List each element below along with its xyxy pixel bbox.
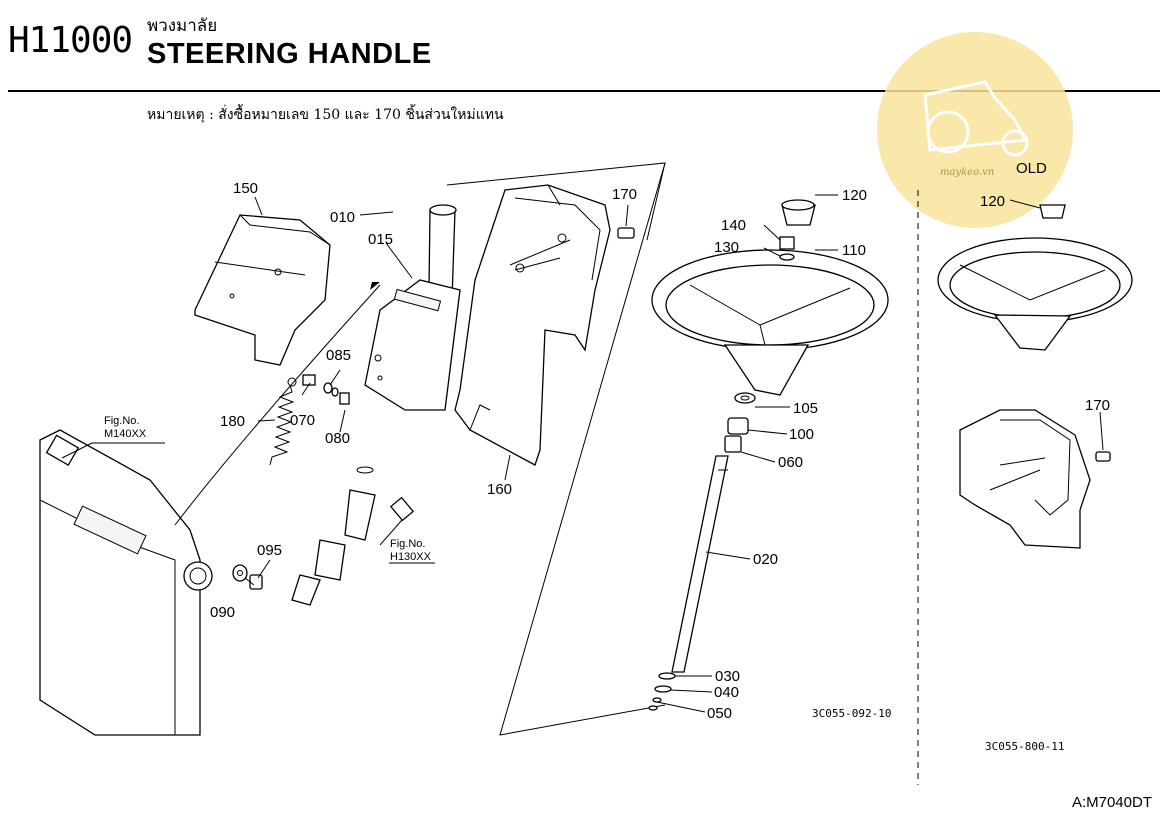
old-cap-120 [1039, 204, 1066, 219]
header-rule [8, 90, 1160, 92]
bearing-100 [727, 417, 749, 435]
label-140: 140 [721, 217, 746, 234]
label-170: 170 [612, 186, 637, 203]
label-090: 090 [210, 604, 235, 621]
label-085: 085 [326, 347, 351, 364]
bush-060 [724, 435, 742, 453]
old-wheel [937, 237, 1133, 351]
label-095: 095 [257, 542, 282, 559]
label-030: 030 [715, 668, 740, 685]
cap-120 [781, 199, 816, 226]
label-050: 050 [707, 705, 732, 722]
bolt-170 [617, 227, 635, 239]
old-panel [959, 409, 1091, 549]
label-110: 110 [842, 242, 866, 259]
washer-130 [779, 253, 795, 261]
spring-180 [269, 377, 297, 466]
steering-wheel-110 [651, 249, 889, 396]
universal-joint [291, 466, 415, 606]
bolt-070 [302, 374, 316, 386]
label-old-170: 170 [1085, 397, 1110, 414]
panel-frame-right [499, 162, 666, 736]
note-text: หมายเหตุ : สั่งซื้อหมายเลข 150 และ 170 ช… [147, 107, 504, 123]
label-105: 105 [793, 400, 818, 417]
watermark-logo: maykeo.vn [877, 32, 1073, 228]
title-english: STEERING HANDLE [147, 38, 432, 70]
drawing-code-main: 3C055-092-10 [812, 707, 891, 720]
dashboard-panel [39, 429, 213, 736]
ring-040 [654, 685, 672, 693]
fig-ref-code-2: H130XX [390, 551, 432, 563]
label-120: 120 [842, 187, 867, 204]
label-040: 040 [714, 684, 739, 701]
cover-150 [194, 214, 331, 366]
label-180: 180 [220, 413, 245, 430]
ring-050 [648, 697, 662, 711]
nut-095 [249, 574, 263, 590]
label-015: 015 [368, 231, 393, 248]
title-thai: พวงมาลัย [147, 16, 218, 36]
label-130: 130 [714, 239, 739, 256]
label-080: 080 [325, 430, 350, 447]
ring-030 [658, 672, 676, 680]
fig-ref-code-1: M140XX [104, 428, 147, 440]
label-100: 100 [789, 426, 814, 443]
cable-line [174, 284, 381, 526]
label-160: 160 [487, 481, 512, 498]
column-bracket [364, 204, 461, 411]
label-020: 020 [753, 551, 778, 568]
label-010: 010 [330, 209, 355, 226]
label-150: 150 [233, 180, 258, 197]
drawing-code-old: 3C055-800-11 [985, 740, 1064, 753]
tractor-icon [923, 80, 1029, 157]
shaft-020 [671, 455, 729, 673]
fig-ref-label-2: Fig.No. [390, 538, 425, 550]
model-code: A:M7040DT [1071, 794, 1152, 811]
old-bolt-170 [1095, 451, 1111, 462]
washer-090 [232, 564, 248, 582]
nut-140 [779, 236, 795, 250]
label-070: 070 [290, 412, 315, 429]
washer-085 [323, 382, 339, 397]
section-code: H11000 [8, 20, 133, 61]
panel-160 [454, 184, 611, 466]
label-060: 060 [778, 454, 803, 471]
label-old-120: 120 [980, 193, 1005, 210]
bush-105 [734, 392, 756, 404]
fig-ref-label-1: Fig.No. [104, 415, 139, 427]
watermark-text: maykeo.vn [940, 167, 994, 178]
nut-080 [339, 392, 350, 405]
old-label: OLD [1016, 160, 1047, 177]
